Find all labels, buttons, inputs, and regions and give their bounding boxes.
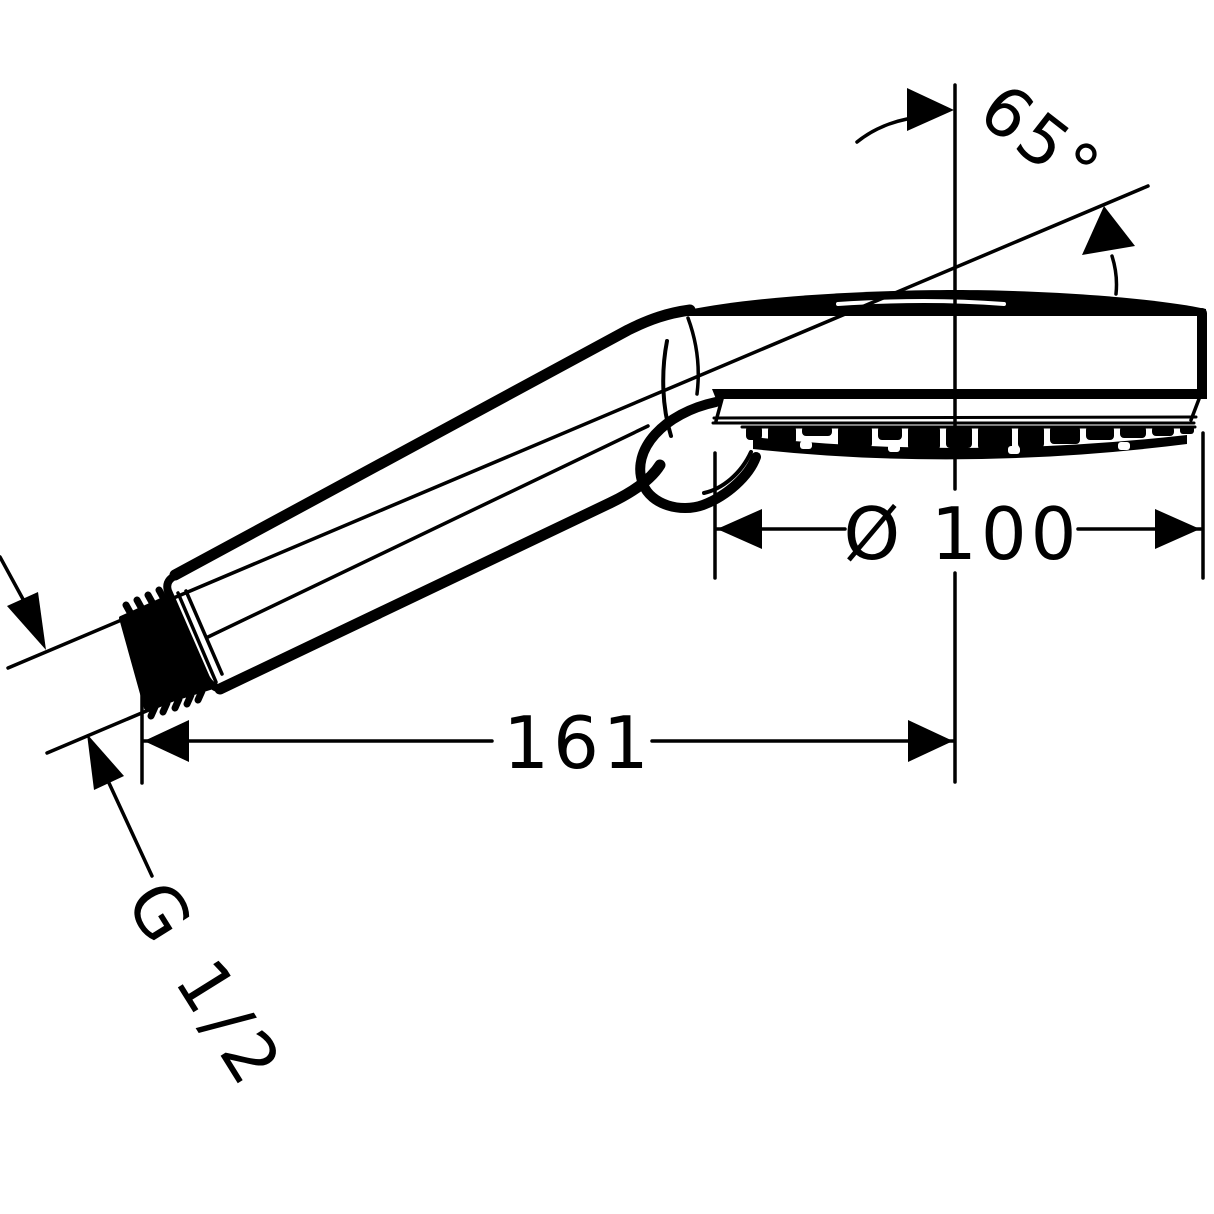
diameter-arrow-right-icon [1155, 509, 1200, 549]
hook-inner-curve [702, 450, 753, 495]
thread-connector [119, 586, 218, 720]
handle-top-edge [169, 304, 696, 581]
diameter-arrow-left-icon [717, 509, 762, 549]
spray-nozzles [740, 425, 1197, 460]
head-left-cap-edge [686, 316, 700, 396]
joint-hook [635, 397, 761, 513]
thread-leader-line-lower [107, 781, 154, 878]
diameter-dimension-label: Ø 100 [844, 492, 1081, 576]
length-arrow-right-icon [908, 720, 953, 762]
head-top-band-slit [836, 299, 1006, 306]
thread-arrow-lower-icon [87, 734, 124, 790]
angle-arc-right [1110, 254, 1119, 296]
hook-outer-curve [635, 397, 761, 513]
angle-arc-left [855, 117, 909, 144]
nozzle-band [753, 435, 1187, 460]
thread-arrow-upper-icon [7, 592, 46, 650]
thread-ridges-top [122, 586, 168, 618]
diameter-dimension: Ø 100 [713, 431, 1205, 580]
length-dimension: 161 [140, 667, 956, 785]
head-bottom-band [712, 389, 1207, 399]
thread-size-label: G 1/2 [110, 867, 301, 1105]
angle-dimension: 65° [855, 69, 1135, 296]
axis-reference-line [6, 184, 1150, 670]
handle [163, 304, 696, 695]
thread-leader-line-upper [0, 555, 26, 603]
handle-highlight-line [206, 424, 650, 639]
length-arrow-left-icon [144, 720, 189, 762]
handle-end-cap-inner-line [184, 589, 224, 676]
angle-arrow-up-icon [1082, 206, 1135, 255]
handle-bottom-edge [214, 459, 666, 695]
angle-dimension-label: 65° [965, 69, 1116, 211]
length-dimension-label: 161 [503, 701, 652, 785]
angle-arrow-right-icon [907, 88, 954, 131]
thread-runout-line [176, 591, 218, 684]
thread-tangent-line-lower [45, 688, 198, 755]
shower-head [635, 290, 1207, 513]
thread-ridges-bottom [147, 687, 206, 720]
